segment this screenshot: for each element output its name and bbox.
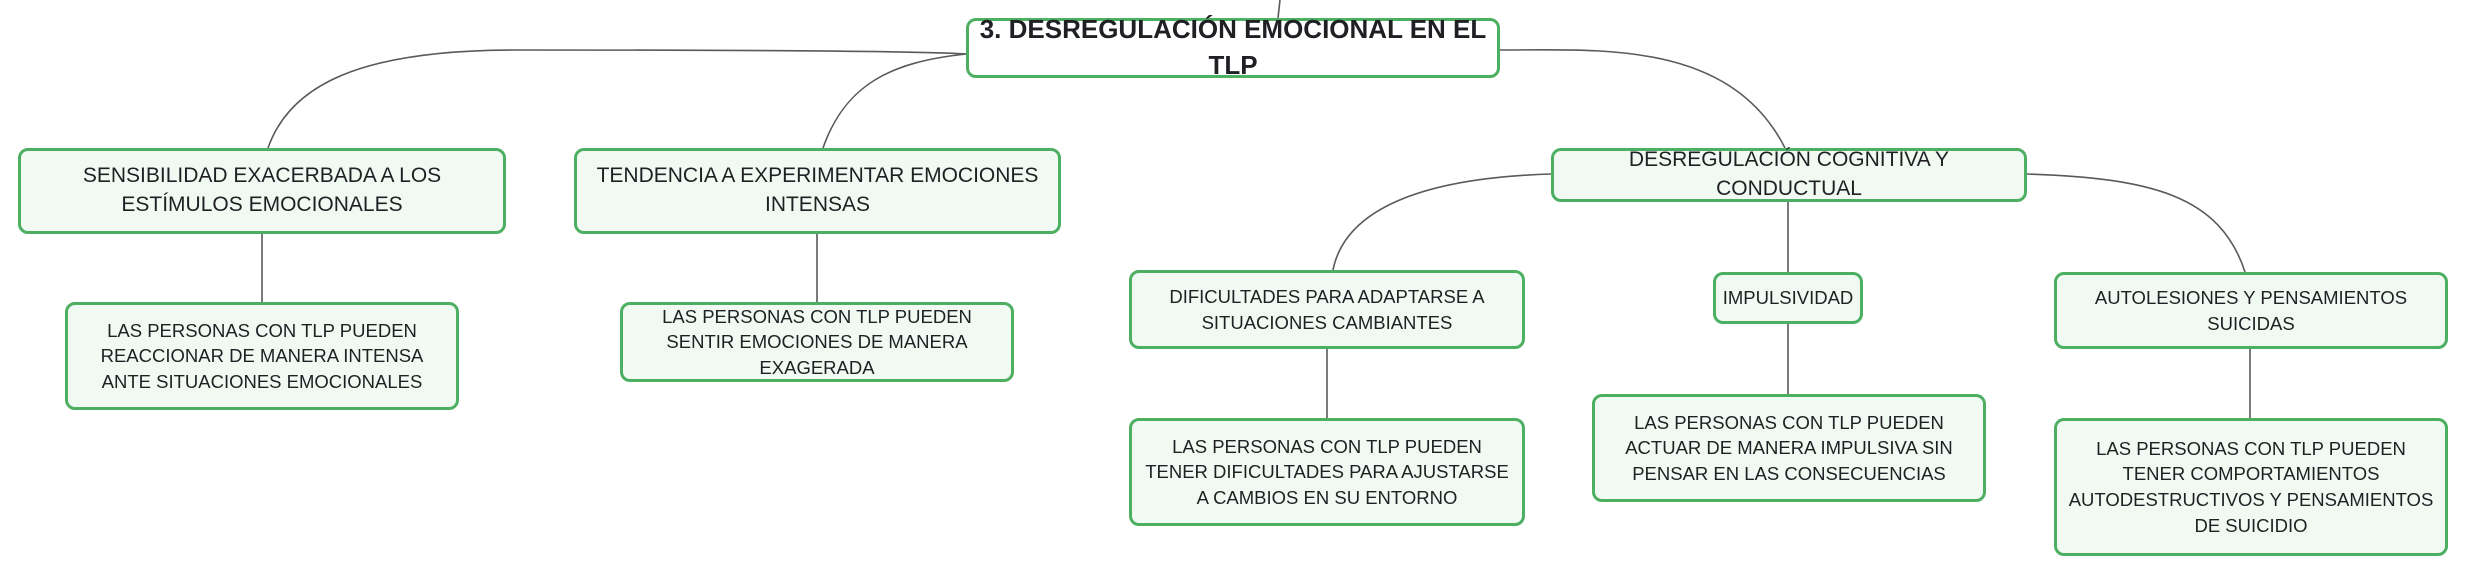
root-topic-label: 3. DESREGULACIÓN EMOCIONAL EN EL TLP — [979, 14, 1487, 80]
child-node-label: AUTOLESIONES Y PENSAMIENTOS SUICIDAS — [2094, 286, 2408, 334]
detail-node-label: LAS PERSONAS CON TLP PUEDEN TENER DIFICU… — [1145, 435, 1509, 508]
branch-node-sensibilidad[interactable]: SENSIBILIDAD EXACERBADA A LOS ESTÍMULOS … — [18, 148, 506, 234]
detail-node-label: LAS PERSONAS CON TLP PUEDEN SENTIR EMOCI… — [662, 305, 972, 378]
connector-root-to-branch-1 — [267, 49, 967, 149]
detail-node-tendencia[interactable]: LAS PERSONAS CON TLP PUEDEN SENTIR EMOCI… — [620, 302, 1014, 382]
root-topic[interactable]: 3. DESREGULACIÓN EMOCIONAL EN EL TLP — [966, 14, 1500, 80]
branch-node-label: DESREGULACIÓN COGNITIVA Y CONDUCTUAL — [1628, 148, 1950, 200]
child-node-label: IMPULSIVIDAD — [1722, 287, 1854, 309]
child-node-autolesiones[interactable]: AUTOLESIONES Y PENSAMIENTOS SUICIDAS — [2054, 272, 2448, 349]
detail-node-label: LAS PERSONAS CON TLP PUEDEN ACTUAR DE MA… — [1625, 411, 1953, 484]
branch-node-desregulacion-cognitiva[interactable]: DESREGULACIÓN COGNITIVA Y CONDUCTUAL — [1551, 148, 2027, 202]
detail-node-impulsividad[interactable]: LAS PERSONAS CON TLP PUEDEN ACTUAR DE MA… — [1592, 394, 1986, 502]
detail-node-dificultades[interactable]: LAS PERSONAS CON TLP PUEDEN TENER DIFICU… — [1129, 418, 1525, 526]
branch-node-label: SENSIBILIDAD EXACERBADA A LOS ESTÍMULOS … — [82, 164, 442, 216]
branch-node-label: TENDENCIA A EXPERIMENTAR EMOCIONES INTEN… — [596, 164, 1039, 216]
connector-root-incoming — [1277, 0, 1281, 19]
child-node-dificultades[interactable]: DIFICULTADES PARA ADAPTARSE A SITUACIONE… — [1129, 270, 1525, 349]
connector-branch-3-child-1 — [1332, 173, 1552, 271]
detail-node-label: LAS PERSONAS CON TLP PUEDEN REACCIONAR D… — [100, 319, 424, 392]
branch-node-tendencia[interactable]: TENDENCIA A EXPERIMENTAR EMOCIONES INTEN… — [574, 148, 1061, 234]
connector-branch-3-child-3 — [2026, 173, 2246, 273]
detail-node-sensibilidad[interactable]: LAS PERSONAS CON TLP PUEDEN REACCIONAR D… — [65, 302, 459, 410]
connector-root-to-branch-3 — [1499, 48, 1786, 149]
child-node-label: DIFICULTADES PARA ADAPTARSE A SITUACIONE… — [1169, 285, 1485, 333]
child-node-impulsividad[interactable]: IMPULSIVIDAD — [1713, 272, 1863, 324]
connector-root-to-branch-2 — [822, 53, 967, 149]
detail-node-autolesiones[interactable]: LAS PERSONAS CON TLP PUEDEN TENER COMPOR… — [2054, 418, 2448, 556]
detail-node-label: LAS PERSONAS CON TLP PUEDEN TENER COMPOR… — [2068, 437, 2434, 536]
